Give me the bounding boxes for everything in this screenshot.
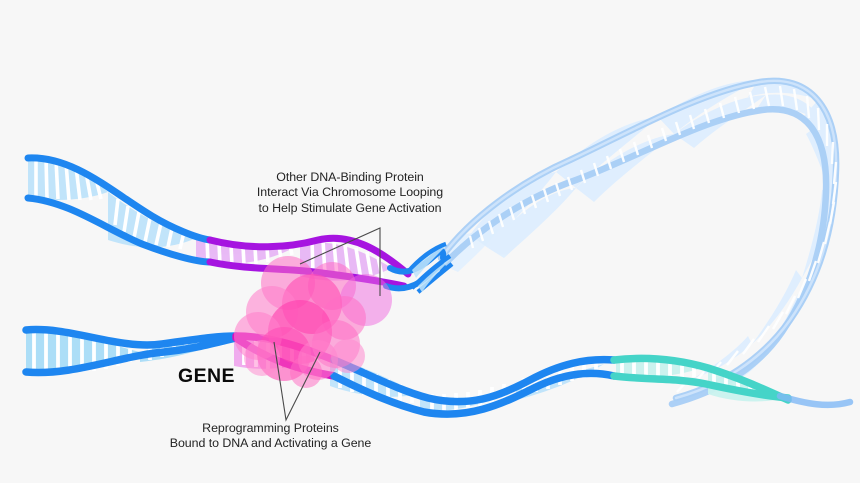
protein-cluster	[234, 256, 392, 388]
leader-line-bottom	[273, 341, 321, 422]
annotation-bottom: Reprogramming Proteins Bound to DNA and …	[169, 421, 372, 451]
leader-line-top	[299, 227, 381, 296]
lower-dna-strand	[22, 325, 854, 418]
annotation-top: Other DNA-Binding Protein Interact Via C…	[256, 170, 444, 215]
leader-lines	[273, 227, 381, 422]
gene-label: GENE	[178, 365, 235, 387]
chromosome-loop	[437, 77, 840, 408]
